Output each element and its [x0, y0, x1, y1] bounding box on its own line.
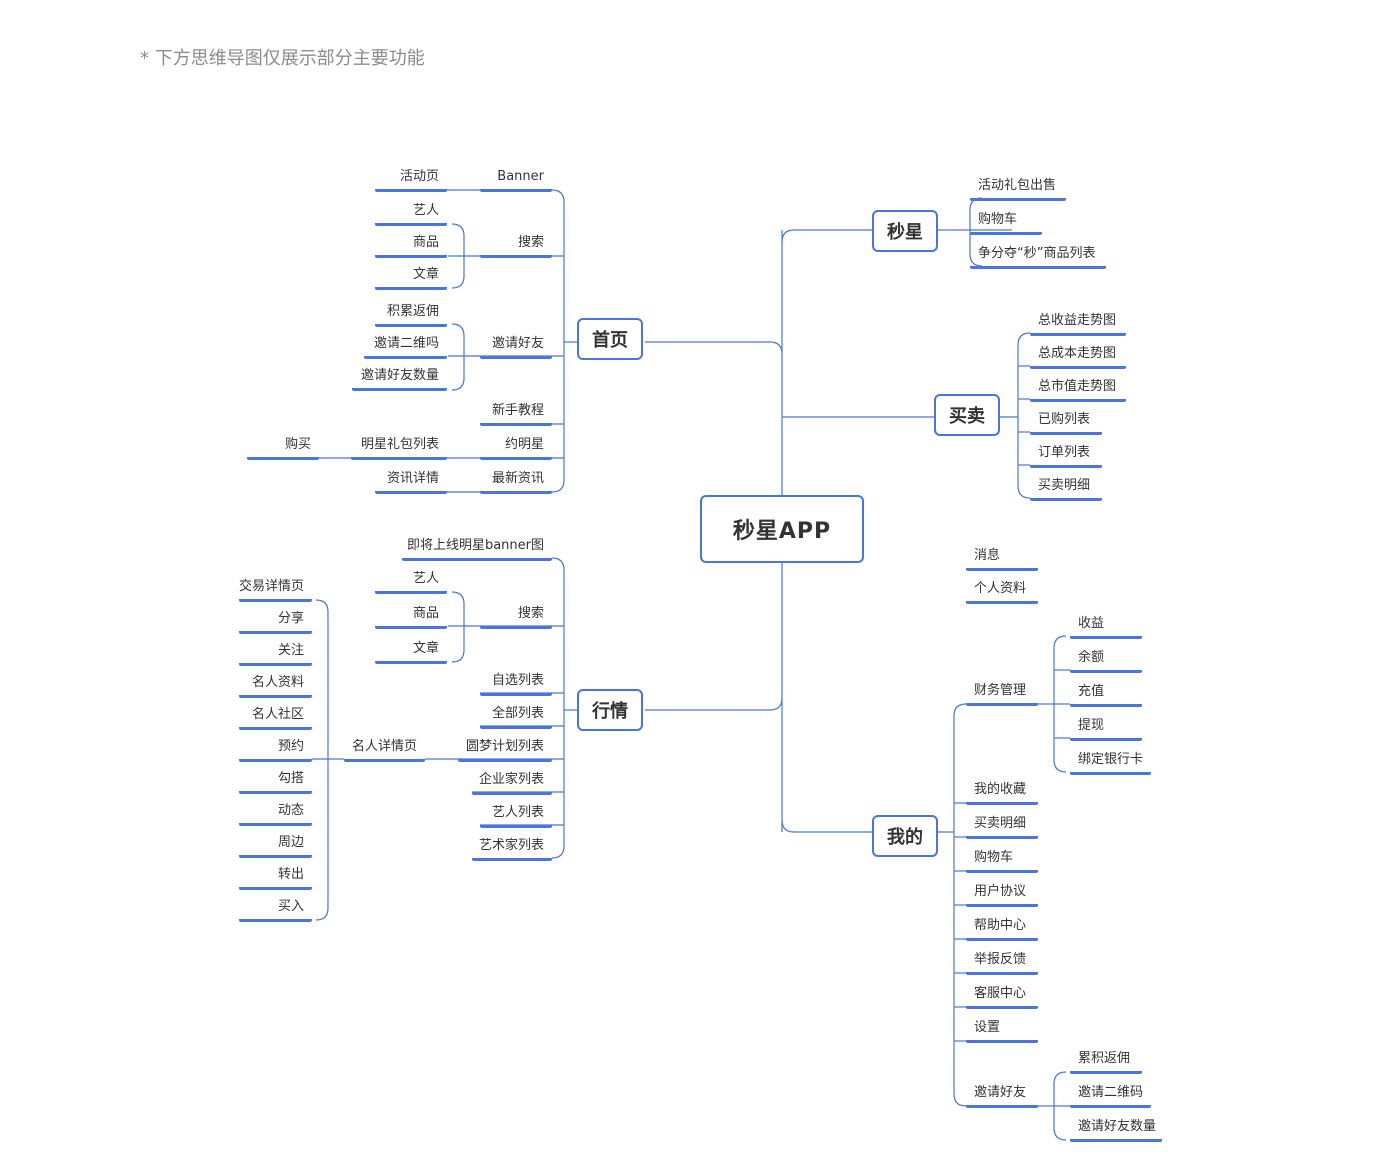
- home-tutorial: 新手教程: [480, 403, 552, 426]
- home-banner: Banner: [480, 169, 552, 192]
- home-activity-page: 活动页: [375, 169, 447, 192]
- market-banner: 即将上线明星banner图: [402, 538, 552, 561]
- home-news-detail: 资讯详情: [375, 471, 447, 494]
- mine-invite: 邀请好友: [966, 1085, 1038, 1108]
- finance-bind-card: 绑定银行卡: [1070, 752, 1151, 775]
- mine-settings: 设置: [966, 1020, 1038, 1043]
- market-all-list: 全部列表: [480, 706, 552, 729]
- celebrity-profile: 名人资料: [239, 675, 312, 698]
- home-invite-rebate: 积累返佣: [375, 304, 447, 327]
- celebrity-transfer-out: 转出: [239, 867, 312, 890]
- miaoxing-flash-list: 争分夺“秒”商品列表: [970, 246, 1106, 269]
- market-search: 搜索: [480, 606, 552, 629]
- branch-home: 首页: [577, 318, 643, 360]
- finance-income: 收益: [1070, 616, 1142, 639]
- trade-detail: 买卖明细: [1030, 478, 1102, 501]
- mine-favorites: 我的收藏: [966, 782, 1038, 805]
- market-search-article: 文章: [375, 641, 447, 664]
- home-date-star: 约明星: [480, 437, 552, 460]
- branch-trade: 买卖: [934, 394, 1000, 436]
- celebrity-trade-detail: 交易详情页: [239, 579, 312, 602]
- miaoxing-gift-sale: 活动礼包出售: [970, 178, 1066, 201]
- trade-bought-list: 已购列表: [1030, 412, 1102, 435]
- root-node: 秒星APP: [700, 495, 864, 563]
- trade-total-value-chart: 总市值走势图: [1030, 379, 1126, 402]
- celebrity-feed: 动态: [239, 803, 312, 826]
- home-star-gift-list: 明星礼包列表: [351, 437, 447, 460]
- home-search-goods: 商品: [375, 235, 447, 258]
- trade-order-list: 订单列表: [1030, 445, 1102, 468]
- branch-miaoxing: 秒星: [872, 210, 938, 252]
- market-artisan-list: 艺术家列表: [472, 838, 552, 861]
- mine-user-agreement: 用户协议: [966, 884, 1038, 907]
- mine-invite-count: 邀请好友数量: [1070, 1119, 1162, 1142]
- mine-finance: 财务管理: [966, 683, 1038, 706]
- celebrity-flirt: 勾搭: [239, 771, 312, 794]
- celebrity-merch: 周边: [239, 835, 312, 858]
- diagram-note: * 下方思维导图仅展示部分主要功能: [140, 48, 425, 69]
- celebrity-buy-in: 买入: [239, 899, 312, 922]
- celebrity-share: 分享: [239, 611, 312, 634]
- mine-invite-qrcode: 邀请二维码: [1070, 1085, 1151, 1108]
- home-news: 最新资讯: [480, 471, 552, 494]
- mine-help-center: 帮助中心: [966, 918, 1038, 941]
- market-watchlist: 自选列表: [480, 673, 552, 696]
- mine-message: 消息: [966, 548, 1038, 571]
- finance-withdraw: 提现: [1070, 718, 1142, 741]
- market-search-goods: 商品: [375, 606, 447, 629]
- finance-balance: 余额: [1070, 650, 1142, 673]
- market-celebrity-detail: 名人详情页: [344, 739, 425, 762]
- home-invite: 邀请好友: [480, 336, 552, 359]
- mine-cart: 购物车: [966, 850, 1038, 873]
- mine-trade-detail: 买卖明细: [966, 816, 1038, 839]
- celebrity-community: 名人社区: [239, 707, 312, 730]
- market-artist-list: 艺人列表: [480, 805, 552, 828]
- mine-report-feedback: 举报反馈: [966, 952, 1038, 975]
- branch-mine: 我的: [872, 815, 938, 857]
- celebrity-reserve: 预约: [239, 739, 312, 762]
- market-search-artist: 艺人: [375, 571, 447, 594]
- celebrity-follow: 关注: [239, 643, 312, 666]
- trade-total-income-chart: 总收益走势图: [1030, 313, 1126, 336]
- finance-recharge: 充值: [1070, 684, 1142, 707]
- branch-market: 行情: [577, 689, 643, 731]
- trade-total-cost-chart: 总成本走势图: [1030, 346, 1126, 369]
- home-search-artist: 艺人: [375, 203, 447, 226]
- mine-service-center: 客服中心: [966, 986, 1038, 1009]
- home-search-article: 文章: [375, 267, 447, 290]
- mine-profile: 个人资料: [966, 581, 1038, 604]
- home-invite-count: 邀请好友数量: [352, 368, 447, 391]
- home-search: 搜索: [480, 235, 552, 258]
- market-dream-plan-list: 圆梦计划列表: [458, 739, 552, 762]
- home-buy: 购买: [247, 437, 319, 460]
- market-entrepreneur-list: 企业家列表: [472, 772, 552, 795]
- home-invite-qrcode: 邀请二维吗: [364, 336, 447, 359]
- miaoxing-cart: 购物车: [970, 212, 1042, 235]
- mine-invite-rebate: 累积返佣: [1070, 1051, 1142, 1074]
